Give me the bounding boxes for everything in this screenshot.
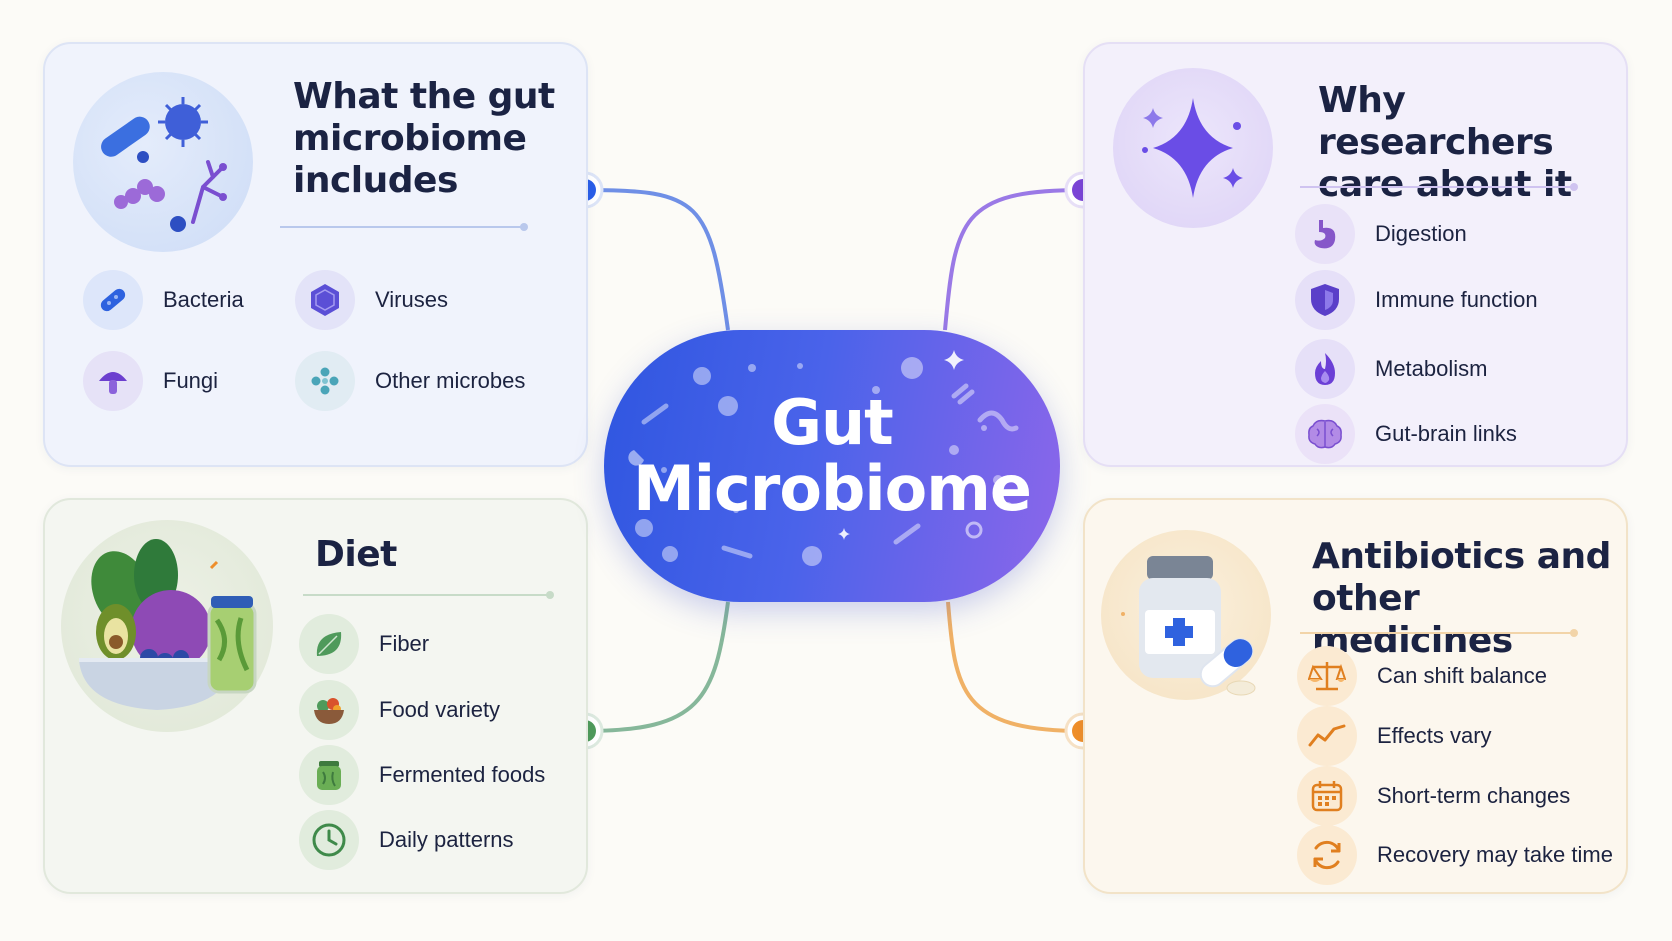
microbiome-item-bacteria: Bacteria: [83, 270, 244, 330]
trend-line-icon: [1297, 706, 1357, 766]
medicine-bottle-illustration-icon: [1101, 530, 1271, 700]
shield-icon: [1295, 270, 1355, 330]
diet-item-fiber: Fiber: [299, 614, 429, 674]
antibiotics-card: Antibiotics and other medicines Can shif…: [1083, 498, 1628, 894]
antibiotics-title: Antibiotics and other medicines: [1312, 536, 1611, 661]
microbes-illustration-icon: [73, 72, 253, 252]
stomach-icon: [1295, 204, 1355, 264]
why-researchers-card: Why researchers care about it Digestion …: [1083, 42, 1628, 467]
why-item-digestion: Digestion: [1295, 204, 1467, 264]
antibiotics-divider: [1300, 629, 1578, 637]
antibiotics-item-recovery: Recovery may take time: [1297, 825, 1613, 885]
jar-icon: [299, 745, 359, 805]
diet-title: Diet: [315, 534, 397, 575]
diet-item-food-variety: Food variety: [299, 680, 500, 740]
microbiome-title: What the gut microbiome includes: [293, 76, 555, 201]
flame-icon: [1295, 339, 1355, 399]
antibiotics-item-shift-balance: Can shift balance: [1297, 646, 1547, 706]
diet-divider: [303, 591, 554, 599]
diet-item-daily-patterns: Daily patterns: [299, 810, 514, 870]
sparkle-illustration-icon: [1113, 68, 1273, 228]
leaf-icon: [299, 614, 359, 674]
antibiotics-item-effects-vary: Effects vary: [1297, 706, 1492, 766]
microbiome-divider: [280, 223, 528, 231]
bacteria-icon: [83, 270, 143, 330]
why-item-gut-brain: Gut-brain links: [1295, 404, 1517, 464]
refresh-cycle-icon: [1297, 825, 1357, 885]
microbiome-item-other-microbes: Other microbes: [295, 351, 525, 411]
food-bowl-illustration-icon: [61, 520, 273, 732]
why-item-metabolism: Metabolism: [1295, 339, 1487, 399]
diet-item-fermented: Fermented foods: [299, 745, 545, 805]
clock-icon: [299, 810, 359, 870]
other-microbes-icon: [295, 351, 355, 411]
central-topic-node: Gut Microbiome: [604, 330, 1060, 602]
fungi-icon: [83, 351, 143, 411]
microbiome-card: What the gut microbiome includes Bacteri…: [43, 42, 588, 467]
microbiome-item-viruses: Viruses: [295, 270, 448, 330]
balance-scale-icon: [1297, 646, 1357, 706]
antibiotics-item-short-term: Short-term changes: [1297, 766, 1570, 826]
why-item-immune: Immune function: [1295, 270, 1538, 330]
microbiome-item-fungi: Fungi: [83, 351, 218, 411]
calendar-icon: [1297, 766, 1357, 826]
brain-icon: [1295, 404, 1355, 464]
diet-card: Diet Fiber Food variety Fermented foods …: [43, 498, 588, 894]
central-topic-title: Gut Microbiome: [633, 386, 1032, 525]
why-divider: [1300, 183, 1578, 191]
virus-icon: [295, 270, 355, 330]
microbe-pattern-icon: [628, 350, 1019, 566]
why-title: Why researchers care about it: [1318, 80, 1572, 205]
salad-bowl-icon: [299, 680, 359, 740]
